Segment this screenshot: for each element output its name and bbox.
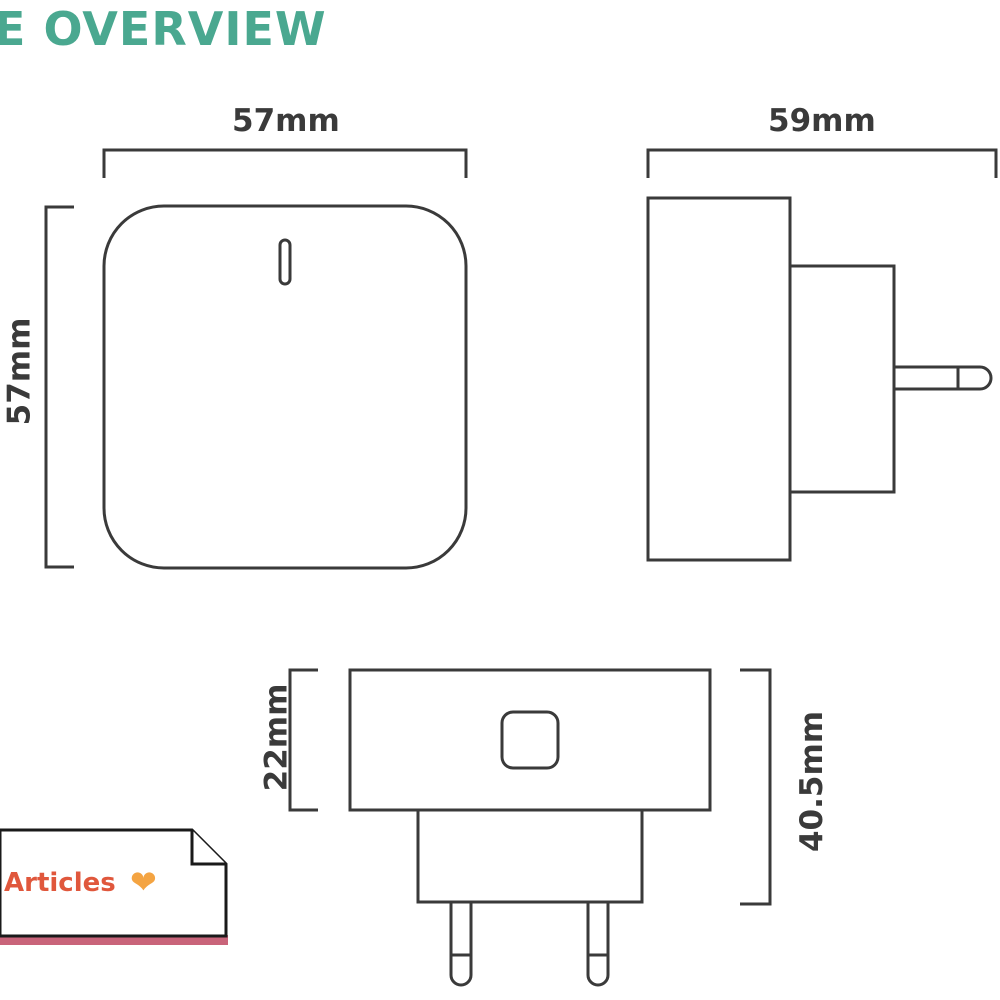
front-width-bracket (102, 148, 468, 178)
front-view-outline (102, 204, 468, 570)
bottom-body-height-label: 22mm (258, 683, 295, 792)
badge-shape (0, 828, 228, 938)
bottom-view-pin-right (586, 902, 610, 987)
front-height-label: 57mm (1, 317, 38, 426)
heart-icon: ❤ (130, 863, 157, 901)
side-view-pin (894, 365, 993, 391)
bottom-body-bracket (288, 668, 318, 812)
side-view-plug-base (788, 264, 896, 494)
side-depth-label: 59mm (768, 103, 876, 139)
badge-fold (190, 830, 226, 866)
bottom-view-body (348, 668, 712, 812)
side-view-body (646, 196, 792, 562)
bottom-view-pin-left (449, 902, 473, 987)
badge-stripe (0, 935, 228, 945)
bottom-total-bracket (740, 668, 772, 906)
front-height-bracket (44, 205, 74, 569)
page-title: E OVERVIEW (0, 2, 327, 56)
led-indicator (278, 238, 292, 286)
articles-link[interactable]: Articles (4, 868, 116, 898)
side-depth-bracket (646, 148, 998, 178)
bottom-total-height-label: 40.5mm (794, 710, 831, 853)
reset-button (500, 710, 560, 770)
bottom-view-plug-base (416, 808, 644, 904)
front-width-label: 57mm (232, 103, 340, 139)
